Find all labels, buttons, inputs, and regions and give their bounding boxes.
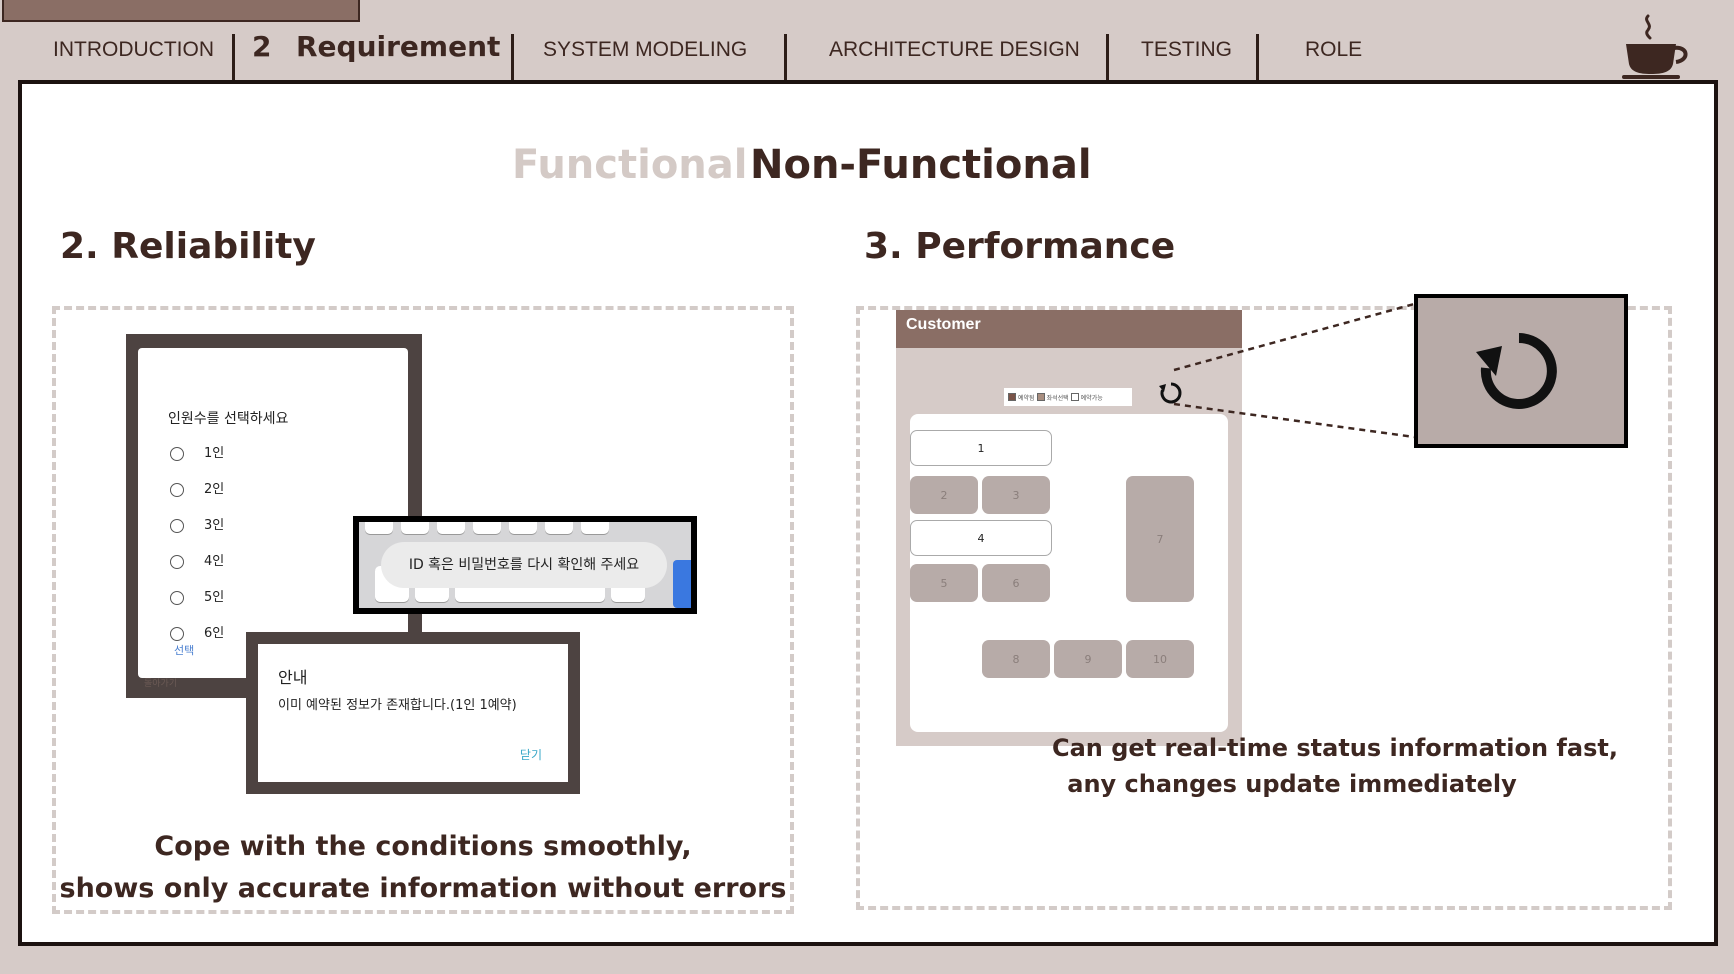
performance-panel [856,306,1672,910]
reliability-caption: Cope with the conditions smoothly, shows… [59,831,787,904]
refresh-zoom-box [1414,294,1628,448]
radio-icon [170,590,184,605]
seat[interactable]: 1 [910,430,1052,466]
performance-caption: Can get real-time status information fas… [1052,734,1618,798]
people-option[interactable]: 1인 [170,442,224,461]
nav-divider [784,34,787,84]
seat[interactable]: 3 [982,476,1050,514]
nav-divider [1256,34,1259,84]
app-bar: Customer [896,310,1242,348]
zoom-connector-lines [1173,296,1437,442]
nav-testing[interactable]: TESTING [1141,38,1233,61]
coffee-cup-icon [1622,14,1688,79]
duplicate-booking-screenshot: 안내 이미 예약된 정보가 존재합니다.(1인 1예약) 닫기 [246,632,580,794]
seat[interactable]: 6 [982,564,1050,602]
radio-icon [170,554,184,569]
seat[interactable]: 8 [982,640,1050,678]
people-option[interactable]: 5인 [170,586,224,605]
alert-message: 이미 예약된 정보가 존재합니다.(1인 1예약) [278,698,517,713]
reliability-title: 2. Reliability [60,226,316,267]
nav-architecture-design[interactable]: ARCHITECTURE DESIGN [829,38,1080,61]
top-navigation: INTRODUCTION 2 Requirement SYSTEM MODELI… [0,28,1734,84]
slide-frame: Functional Non-Functional 2. Reliability… [18,80,1718,946]
seat-legend: 예약됨 좌석선택 예약가능 [1004,388,1132,406]
seat[interactable]: 4 [910,520,1052,556]
people-select-dialog: 인원수를 선택하세요 1인 2인 3인 4인 5인 6인 선택 [138,348,408,678]
select-button[interactable]: 선택 [174,644,195,657]
people-option[interactable]: 3인 [170,514,224,533]
radio-icon [170,482,184,497]
reliability-panel: 인원수를 선택하세요 1인 2인 3인 4인 5인 6인 선택 돌아가기 [52,306,794,914]
top-decor-tab [2,0,360,22]
nav-introduction[interactable]: INTRODUCTION [53,38,214,61]
tab-functional[interactable]: Functional [512,142,748,188]
seat-map: 1 2 3 4 5 6 7 8 9 10 [910,414,1228,732]
refresh-icon[interactable] [1158,380,1184,406]
seat[interactable]: 5 [910,564,978,602]
nav-requirement[interactable]: Requirement [296,30,501,63]
keyboard: ID 혹은 비밀번호를 다시 확인해 주세요 [359,522,691,608]
people-option[interactable]: 4인 [170,550,224,569]
back-button[interactable]: 돌아가기 [144,679,178,689]
seat[interactable]: 10 [1126,640,1194,678]
nav-divider [1106,34,1109,84]
nav-divider [511,34,514,84]
customer-screenshot: Customer 예약됨 좌석선택 예약가능 1 2 3 4 5 6 7 8 9… [896,310,1242,746]
nav-role[interactable]: ROLE [1305,38,1363,61]
app-title: Customer [906,316,981,333]
seat[interactable]: 9 [1054,640,1122,678]
radio-icon [170,626,184,641]
nav-system-modeling[interactable]: SYSTEM MODELING [543,38,748,61]
people-dialog-title: 인원수를 선택하세요 [168,411,289,427]
login-error-toast: ID 혹은 비밀번호를 다시 확인해 주세요 [381,542,667,588]
login-error-screenshot: ID 혹은 비밀번호를 다시 확인해 주세요 [353,516,697,614]
performance-title: 3. Performance [864,226,1176,267]
radio-icon [170,518,184,533]
alert-title: 안내 [278,668,308,687]
alert-close-button[interactable]: 닫기 [519,748,542,762]
nav-divider [232,34,235,84]
nav-section-number[interactable]: 2 [252,30,272,63]
keyboard-enter-key[interactable] [673,560,691,608]
people-option[interactable]: 6인 [170,622,224,641]
radio-icon [170,446,184,461]
seat[interactable]: 2 [910,476,978,514]
tab-non-functional[interactable]: Non-Functional [750,142,1092,188]
seat[interactable]: 7 [1126,476,1194,602]
people-option[interactable]: 2인 [170,478,224,497]
duplicate-booking-alert: 안내 이미 예약된 정보가 존재합니다.(1인 1예약) 닫기 [258,644,568,782]
refresh-icon [1476,333,1557,409]
